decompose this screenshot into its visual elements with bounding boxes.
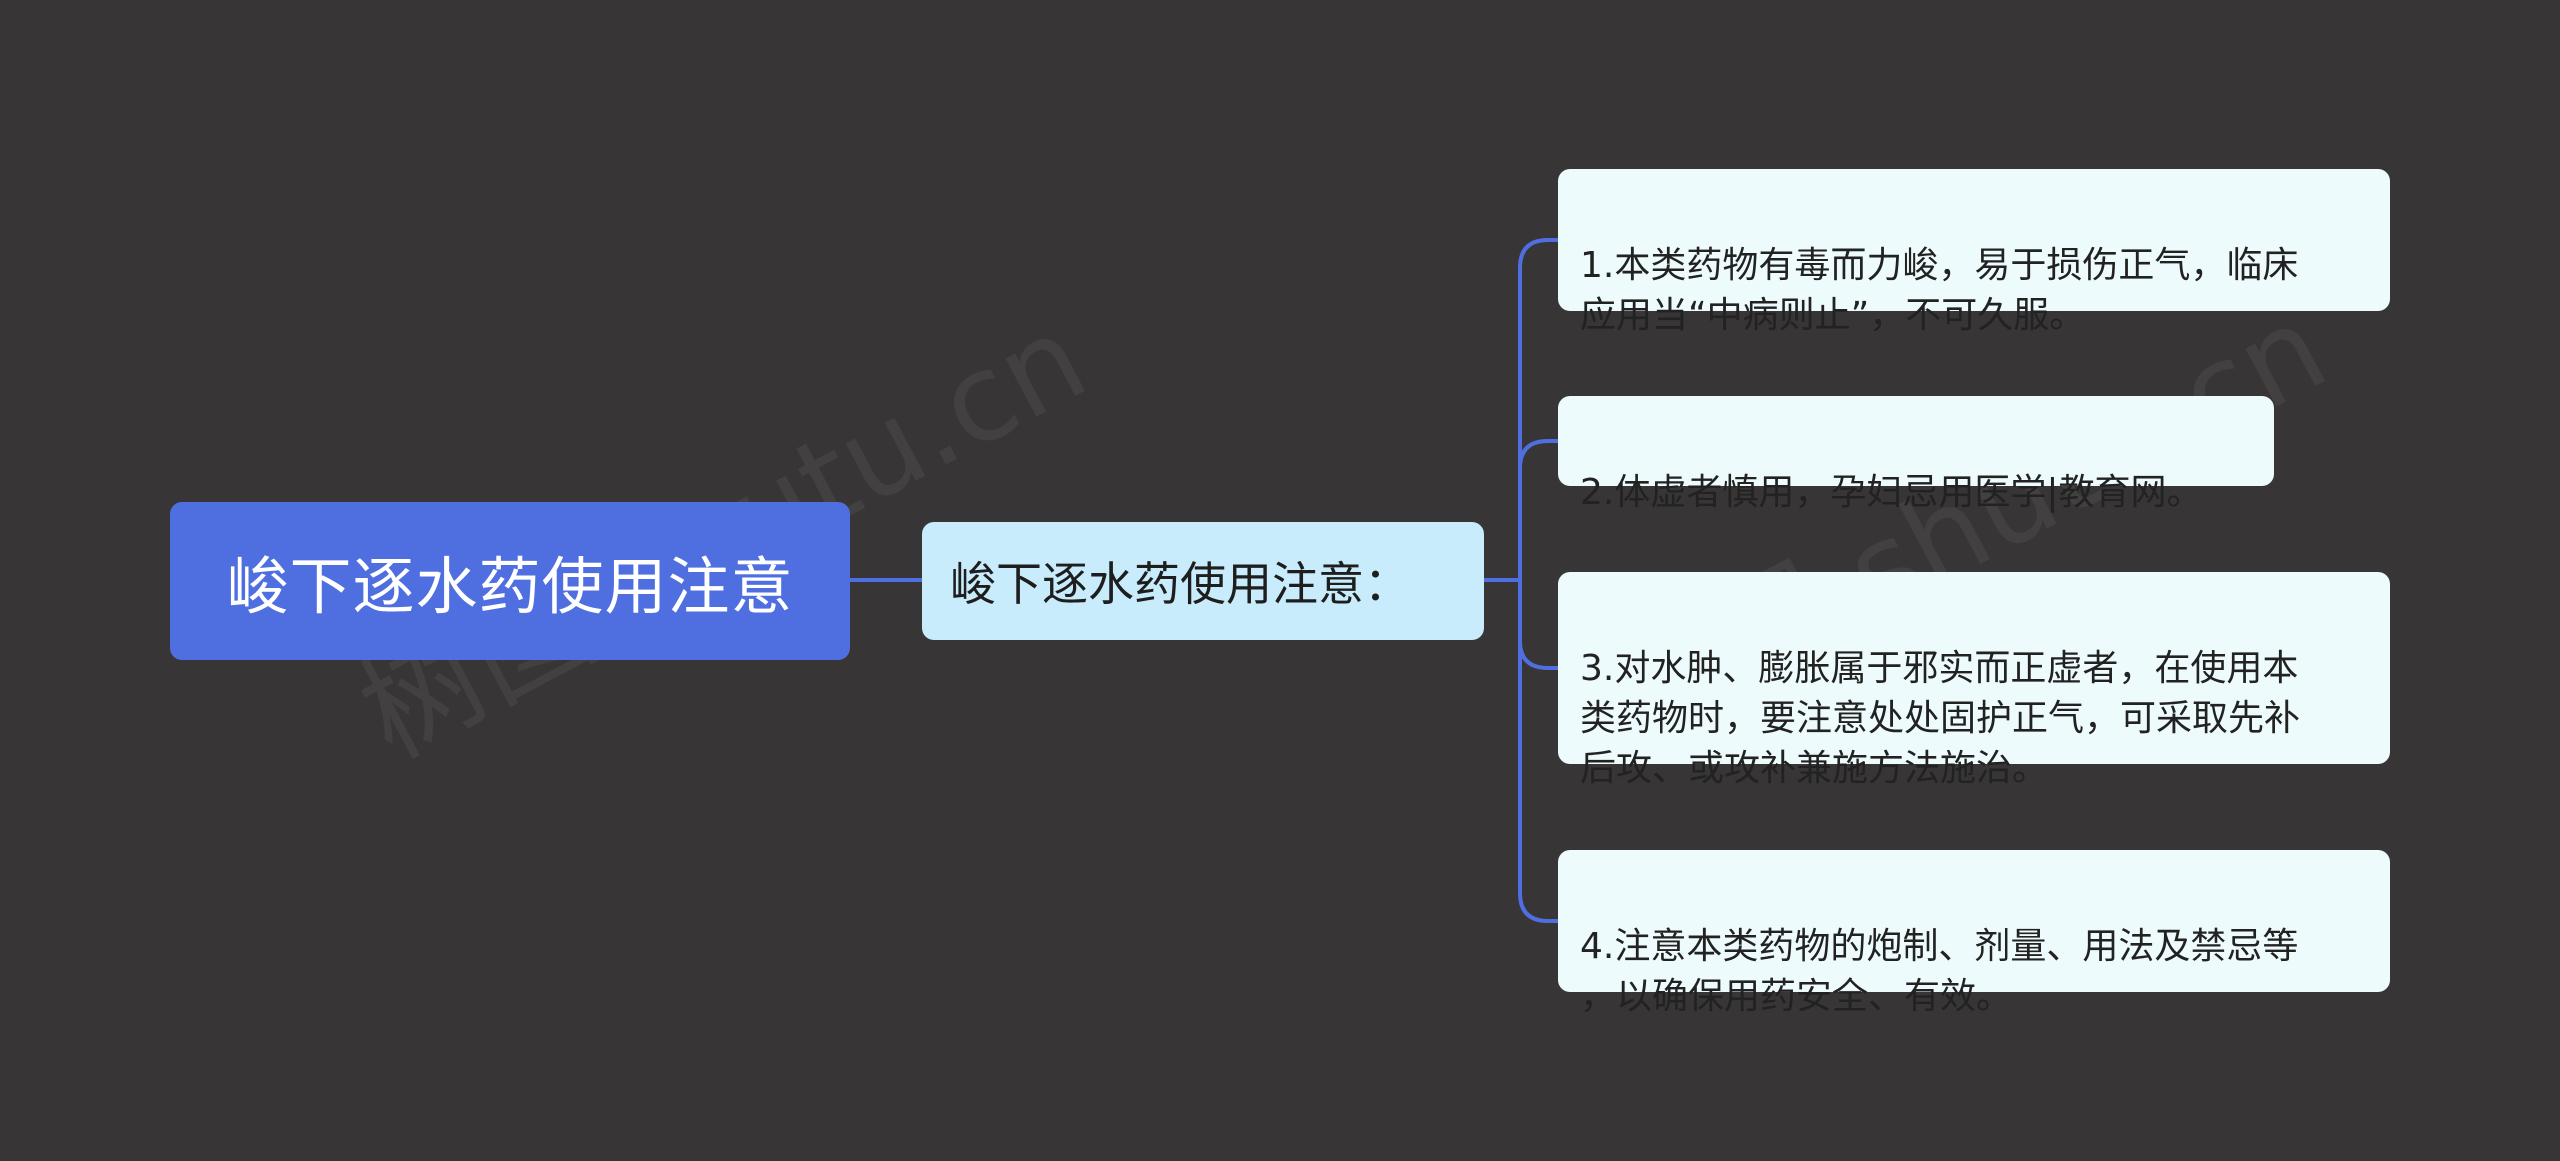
leaf-2-connector (1518, 439, 1558, 469)
leaf-node-2[interactable]: 2.体虚者慎用，孕妇忌用医学|教育网。 (1558, 396, 2274, 513)
leaf-node-1-text: 1.本类药物有毒而力峻，易于损伤正气，临床 应用当“中病则止”，不可久服。 (1580, 245, 2299, 336)
leaf-node-2-text: 2.体虚者慎用，孕妇忌用医学|教育网。 (1580, 472, 2203, 513)
leaf-1-connector (1518, 238, 1558, 269)
branch-node-label: 峻下逐水药使用注意： (950, 557, 1410, 611)
root-node-label: 峻下逐水药使用注意 (226, 550, 794, 623)
leaf-4-connector (1518, 892, 1558, 923)
leaf-3-connector (1518, 640, 1558, 670)
leaf-node-3-text: 3.对水肿、膨胀属于邪实而正虚者，在使用本 类药物时，要注意处处固护正气，可采取… (1580, 648, 2301, 789)
leaf-node-3[interactable]: 3.对水肿、膨胀属于邪实而正虚者，在使用本 类药物时，要注意处处固护正气，可采取… (1558, 572, 2390, 789)
root-node[interactable]: 峻下逐水药使用注意 (170, 502, 850, 660)
leaf-node-4-text: 4.注意本类药物的炮制、剂量、用法及禁忌等 ，以确保用药安全、有效。 (1580, 926, 2299, 1017)
leaf-node-1[interactable]: 1.本类药物有毒而力峻，易于损伤正气，临床 应用当“中病则止”，不可久服。 (1558, 169, 2390, 336)
leaf-node-4[interactable]: 4.注意本类药物的炮制、剂量、用法及禁忌等 ，以确保用药安全、有效。 (1558, 850, 2390, 1017)
branch-node[interactable]: 峻下逐水药使用注意： (922, 522, 1484, 640)
